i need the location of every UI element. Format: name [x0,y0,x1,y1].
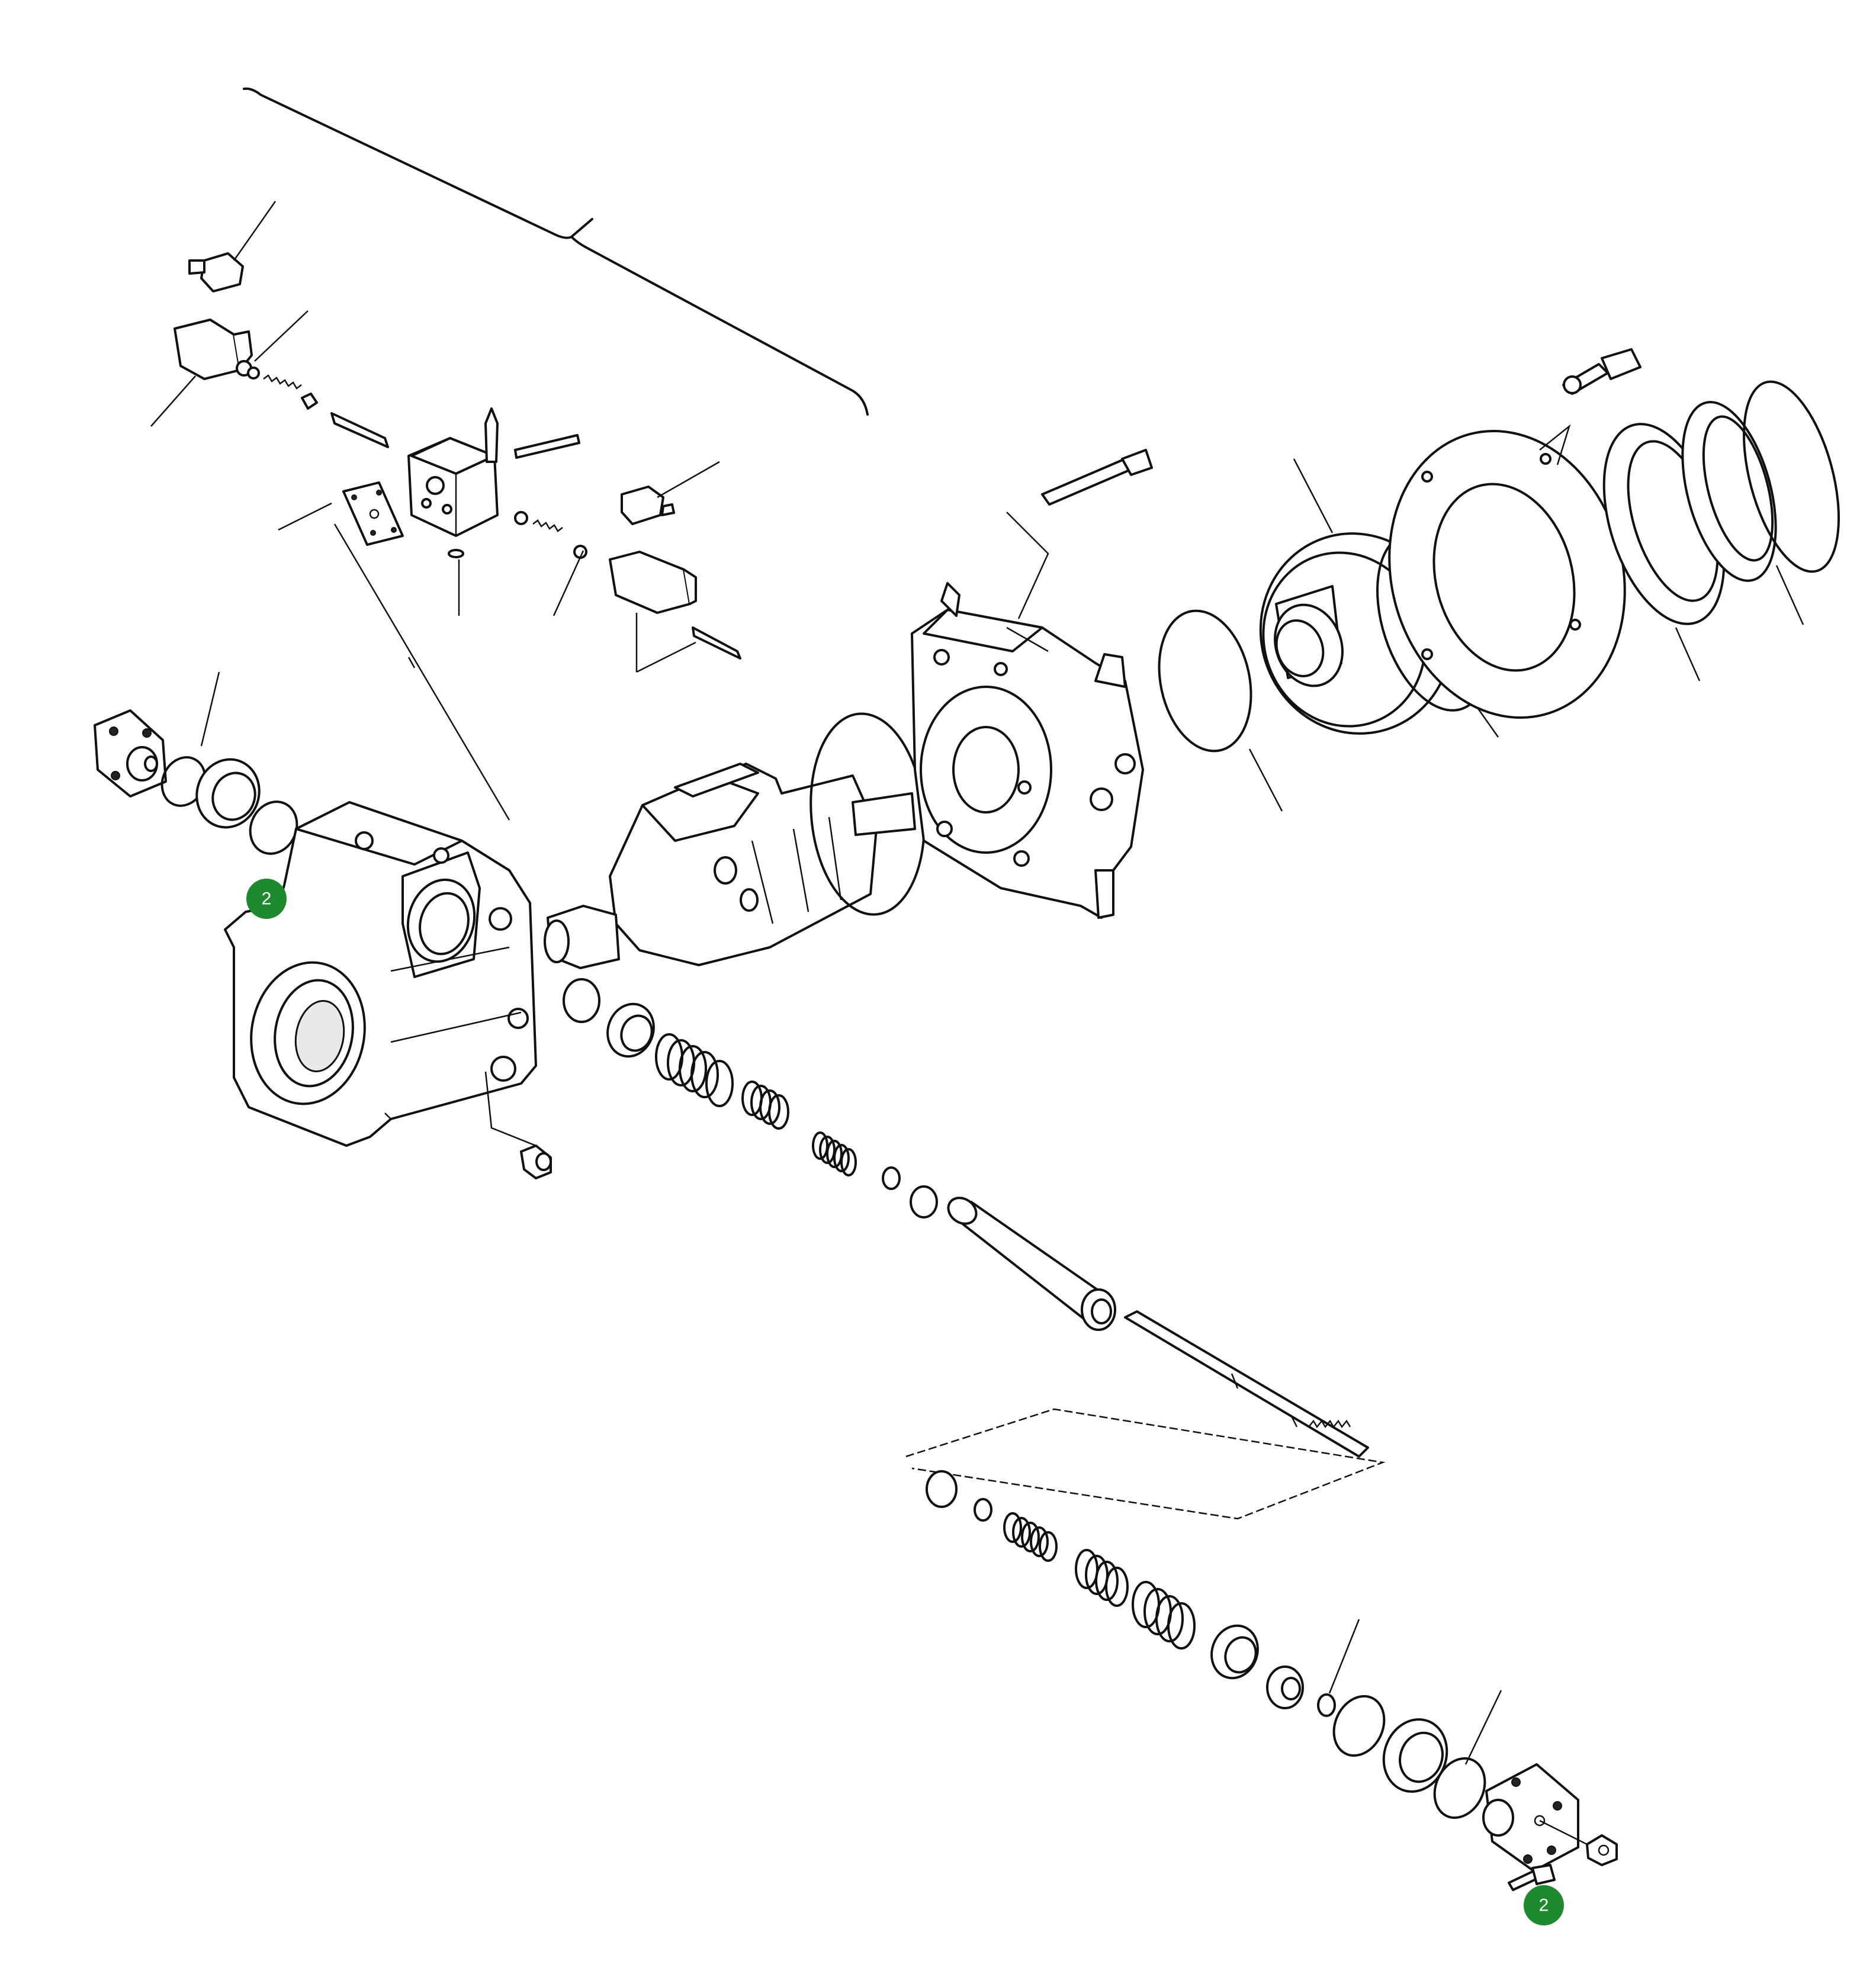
o-ring-far-right [1743,380,1840,573]
end-cap-left [94,671,220,798]
bearing-ring-left [195,758,261,829]
gasket-plate [278,481,510,821]
main-housing [224,801,537,1147]
end-cap-lower [1482,1763,1588,1872]
group-bracket [243,87,869,416]
solenoid-right [552,550,741,673]
sleeve [947,1197,1116,1331]
callout-label: 2 [262,889,272,909]
callout-badge[interactable]: 2 [1524,1885,1564,1925]
control-rod [1124,1310,1369,1458]
leader-o-ring-lower-small [1328,1619,1360,1694]
screw-lower [1508,1864,1556,1891]
detail-outline [905,1408,1386,1520]
callout-badge[interactable]: 2 [246,879,287,919]
leader-o-ring-right [1248,748,1283,812]
o-ring-lower-large [1332,1695,1386,1757]
leader-o-ring-lower-end [1464,1690,1502,1765]
leader-o-ring-far-right [1775,565,1804,625]
valve-block [407,407,587,616]
screw-top-right [1562,348,1641,395]
seal-ring-back [1681,401,1777,582]
callout-label: 2 [1539,1896,1549,1915]
o-ring-lower-small [1317,1693,1336,1717]
bolt-long [1006,449,1153,619]
bearing-ring-lower [1382,1718,1448,1793]
spring-stack-upper [563,978,938,1218]
spring-stack-lower [926,1470,1304,1709]
mounting-flange [1388,424,1626,719]
o-ring-lower-end [1433,1757,1486,1819]
port-plate-housing [911,582,1144,919]
nut-lower [1586,1834,1618,1866]
connector-plug-top [188,201,277,292]
connector-plug-right [621,461,720,525]
o-ring-right [1158,609,1252,753]
plug-screw [520,1144,552,1179]
spring-valve-top [247,310,389,448]
rotating-group [544,763,916,969]
solenoid-top-left [150,319,253,427]
